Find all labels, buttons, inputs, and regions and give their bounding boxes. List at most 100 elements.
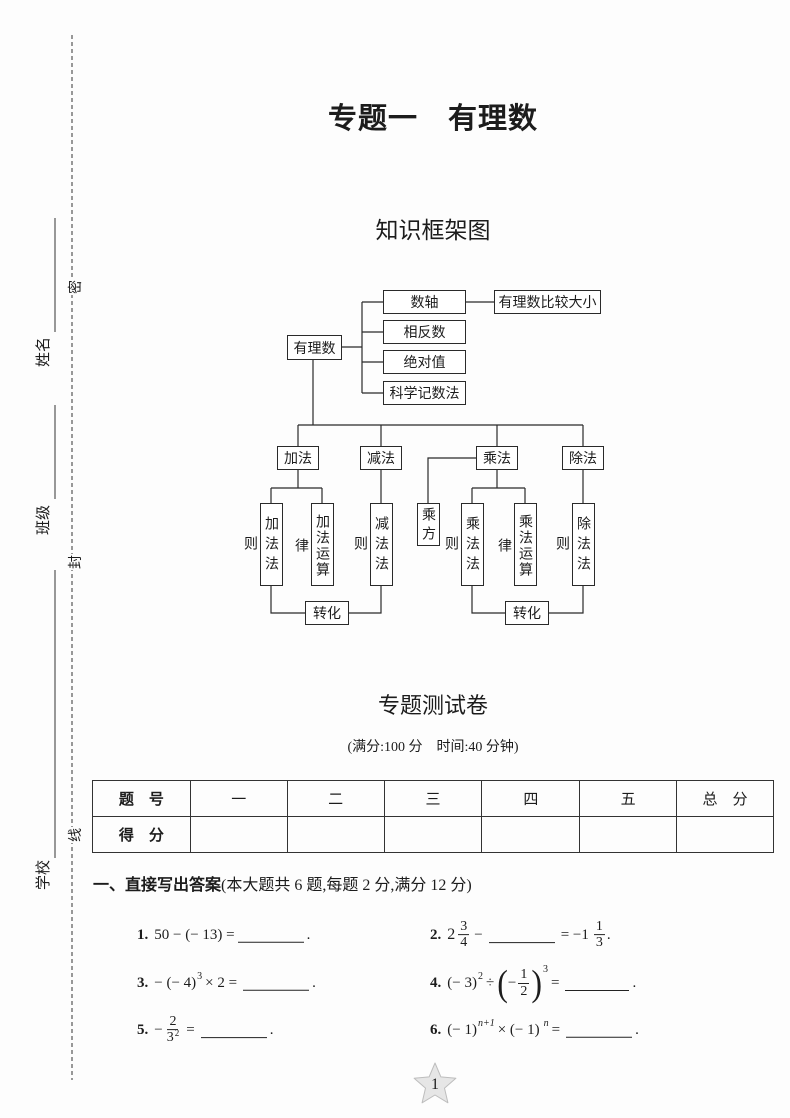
page-number: 1 [431, 1076, 439, 1093]
question-4: 4. (− 3) 2 ÷ ( − 1 2 ) 3 = . [430, 962, 637, 1004]
node-compare-rationals: 有理数比较大小 [494, 290, 601, 314]
test-info: (满分:100 分 时间:40 分钟) [347, 740, 519, 755]
node-scientific-notation: 科学记数法 [383, 381, 466, 405]
class-label: 班级 [35, 505, 52, 536]
fraction: 3 4 [458, 919, 470, 951]
question-number: 6. [430, 1021, 442, 1038]
score-cell [579, 816, 678, 853]
framework-connectors [270, 301, 584, 614]
answer-blank [566, 1022, 633, 1038]
equals-sign: = [186, 1021, 195, 1038]
node-multiplication-rule: 乘法法则 [444, 503, 484, 586]
question-3: 3. − (− 4) 3 × 2 = . [137, 971, 316, 992]
expression-base: (− 3) [447, 974, 477, 991]
question-number: 4. [430, 974, 442, 991]
exponent: 3 [542, 963, 548, 975]
exponent: 3 [197, 970, 203, 982]
node-power: 乘方 [417, 503, 440, 546]
node-opposite-numbers: 相反数 [383, 320, 466, 344]
numerator: 2 [167, 1014, 179, 1031]
expression-middle: × (− 1) [497, 1021, 540, 1038]
right-paren: ) [531, 962, 542, 1004]
negative-sign: − [507, 974, 517, 991]
node-convert-right: 转化 [505, 601, 549, 625]
question-number-header: 题 号 [92, 780, 191, 817]
question-number: 2. [430, 926, 442, 943]
period: . [312, 974, 316, 991]
node-multiplication: 乘法 [476, 446, 518, 470]
period: . [635, 1021, 639, 1038]
fraction: 1 2 [518, 967, 530, 999]
exponent: n+1 [477, 1017, 495, 1029]
denominator: 32 [165, 1029, 182, 1046]
score-header: 得 分 [92, 816, 191, 853]
expression: 50 − (− 13) = [154, 926, 235, 943]
denominator: 3 [595, 935, 603, 951]
name-label: 姓名 [35, 337, 52, 368]
school-label: 学校 [35, 860, 52, 891]
answer-blank [565, 975, 630, 991]
denominator: 4 [460, 935, 468, 951]
question-number: 5. [137, 1021, 149, 1038]
node-multiplication-laws: 乘法运算律 [497, 503, 537, 586]
score-cell [383, 816, 483, 853]
seal-char-mi: 密 [66, 279, 84, 295]
answer-blank [200, 1022, 267, 1038]
fraction: 1 3 [593, 919, 605, 951]
fraction: 2 32 [165, 1014, 182, 1046]
column-header: 一 [189, 780, 288, 817]
score-cell [676, 816, 774, 853]
question-1: 1. 50 − (− 13) = . [137, 927, 310, 944]
equals-sign: = [550, 974, 560, 991]
seal-char-xian: 线 [66, 827, 84, 843]
node-addition-laws: 加法运算律 [294, 503, 334, 586]
answer-blank [488, 927, 555, 943]
negative-sign: − [154, 1021, 163, 1038]
question-number: 3. [137, 974, 149, 991]
node-number-line: 数轴 [383, 290, 466, 314]
numerator: 1 [518, 967, 530, 984]
node-addition-rule: 加法法则 [243, 503, 283, 586]
period: . [269, 1021, 274, 1038]
divide-sign: ÷ [485, 974, 495, 991]
table-row: 题 号 一 二 三 四 五 总 分 [92, 780, 774, 817]
answer-blank [243, 975, 310, 991]
score-cell [286, 816, 385, 853]
question-5: 5. − 2 32 = . [137, 1014, 273, 1046]
section-note: (本大题共 6 题,每题 2 分,满分 12 分) [221, 877, 472, 894]
node-subtraction: 减法 [360, 446, 402, 470]
question-2: 2. 2 3 4 − = −1 1 3 . [430, 919, 611, 951]
node-subtraction-rule: 减法法则 [353, 503, 393, 586]
page-title: 专题一 有理数 [327, 101, 538, 135]
column-header: 五 [579, 780, 678, 817]
section-title: 一、直接写出答案 [93, 877, 222, 894]
node-rational-numbers: 有理数 [287, 335, 342, 360]
operator: − [474, 926, 483, 943]
score-table: 题 号 一 二 三 四 五 总 分 得 分 [92, 780, 774, 853]
page-number-star [413, 1062, 457, 1104]
column-header: 四 [481, 780, 581, 817]
seal-char-feng: 封 [66, 554, 84, 570]
node-absolute-value: 绝对值 [383, 350, 466, 374]
denominator-base: 3 [166, 1030, 174, 1046]
node-convert-left: 转化 [305, 601, 349, 625]
period: . [632, 974, 637, 991]
question-6: 6. (− 1) n+1 × (− 1) n = . [430, 1018, 639, 1039]
binding-margin-lines [54, 35, 73, 1080]
node-division-rule: 除法法则 [555, 503, 595, 586]
score-cell [481, 816, 581, 853]
node-addition: 加法 [277, 446, 319, 470]
left-paren: ( [497, 962, 508, 1004]
numerator: 3 [458, 919, 470, 936]
expression-base: (− 1) [447, 1021, 477, 1038]
expression-base: − (− 4) [154, 974, 197, 991]
equals-sign: = [551, 1021, 561, 1038]
period: . [606, 926, 611, 943]
numerator: 1 [593, 919, 605, 936]
framework-heading: 知识框架图 [375, 217, 491, 243]
test-heading: 专题测试卷 [377, 693, 488, 718]
mixed-whole: 2 [447, 926, 456, 944]
denominator: 2 [520, 983, 528, 999]
